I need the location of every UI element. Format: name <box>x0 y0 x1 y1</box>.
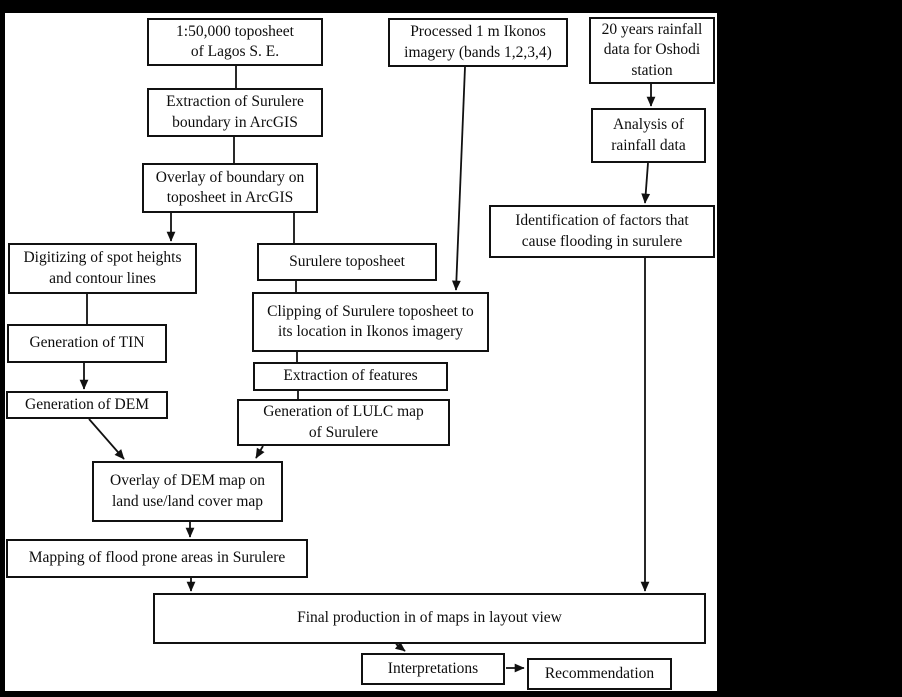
node-digitizing: Digitizing of spot heights and contour l… <box>8 243 197 294</box>
node-generation-tin: Generation of TIN <box>7 324 167 363</box>
node-clipping: Clipping of Surulere toposheet to its lo… <box>252 292 489 352</box>
node-surulere-toposheet: Surulere toposheet <box>257 243 437 281</box>
node-interpretations: Interpretations <box>361 653 505 685</box>
node-analysis-rainfall: Analysis of rainfall data <box>591 108 706 163</box>
node-generation-lulc: Generation of LULC map of Surulere <box>237 399 450 446</box>
node-overlay-dem: Overlay of DEM map on land use/land cove… <box>92 461 283 522</box>
node-ikonos-imagery: Processed 1 m Ikonos imagery (bands 1,2,… <box>388 18 568 67</box>
node-generation-dem: Generation of DEM <box>6 391 168 419</box>
node-overlay-boundary: Overlay of boundary on toposheet in ArcG… <box>142 163 318 213</box>
node-toposheet-source: 1:50,000 toposheet of Lagos S. E. <box>147 18 323 66</box>
node-extraction-features: Extraction of features <box>253 362 448 391</box>
node-rainfall-data: 20 years rainfall data for Oshodi statio… <box>589 17 715 84</box>
node-final-production: Final production in of maps in layout vi… <box>153 593 706 644</box>
node-mapping-flood: Mapping of flood prone areas in Surulere <box>6 539 308 578</box>
node-recommendation: Recommendation <box>527 658 672 690</box>
node-extraction-boundary: Extraction of Surulere boundary in ArcGI… <box>147 88 323 137</box>
node-identification-factors: Identification of factors that cause flo… <box>489 205 715 258</box>
